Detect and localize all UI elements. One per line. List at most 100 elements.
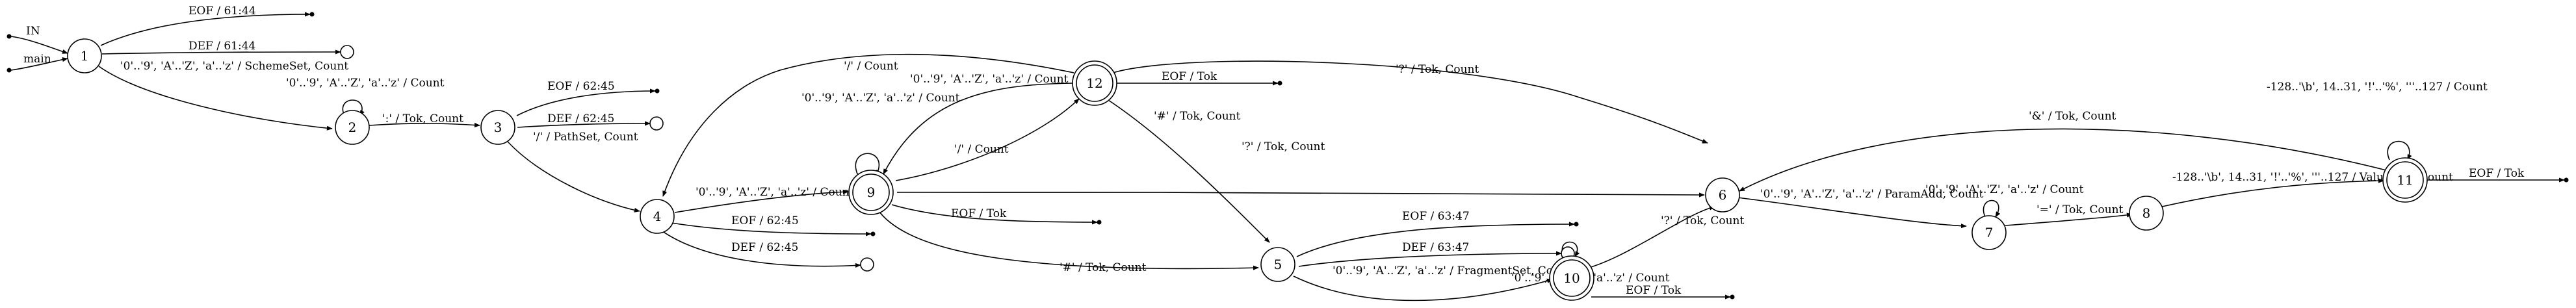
state-label: 6 (1719, 187, 1727, 203)
edge-12-6: '?' / Tok, Count (1112, 60, 1708, 144)
edge-label: EOF / 61:44 (189, 5, 256, 18)
state-label: 9 (867, 185, 876, 200)
edge-line (517, 121, 651, 128)
entry-label: IN (26, 25, 40, 38)
state-10: 10 (1549, 255, 1594, 301)
edge-label: EOF / Tok (951, 207, 1007, 220)
edge-line (1112, 60, 1708, 144)
edge-line (896, 192, 1705, 198)
state-5: 5 (1260, 247, 1295, 282)
edge-line (516, 88, 656, 116)
edge-12-5: '#' / Tok, Count (1106, 98, 1270, 243)
edge-line (891, 204, 1098, 225)
edge-line (1106, 98, 1270, 243)
entry-in: IN (7, 25, 68, 54)
edge-2-3: ':' / Tok, Count (369, 112, 480, 128)
edge-1-2: '0'..'9', 'A'..'Z', 'a'..'z' / SchemeSet… (98, 60, 348, 131)
edge-label: '0'..'9', 'A'..'Z', 'a'..'z' / Count (696, 186, 854, 199)
entry-label: main (23, 53, 51, 66)
edge-line (369, 122, 480, 128)
state-label: 8 (2142, 205, 2151, 221)
edge-line (877, 209, 1259, 270)
edge-label: EOF / Tok (1162, 70, 1217, 83)
edge-label: '0'..'9', 'A'..'Z', 'a'..'z' / Count (286, 77, 445, 90)
edge-6-7: '0'..'9', 'A'..'Z', 'a'..'z' / ParamAdd,… (1737, 188, 1984, 229)
state-circle (1705, 177, 1740, 212)
edge-5-eof: EOF / 63:47 (1296, 210, 1575, 257)
state-11: 11 (2382, 157, 2428, 203)
edge-label: DEF / 61:44 (189, 40, 255, 53)
state-circle (640, 199, 675, 234)
edge-label: '0'..'9', 'A'..'Z', 'a'..'z' / Count (1925, 183, 2084, 196)
edge-label: EOF / 63:47 (1402, 210, 1470, 223)
state-3: 3 (480, 110, 515, 145)
edge-line (662, 53, 1074, 197)
edge-label: '?' / Tok, Count (1396, 63, 1479, 76)
edge-line (1739, 128, 2387, 192)
edge-label: ':' / Tok, Count (382, 112, 463, 125)
terminal-def-circle (649, 116, 664, 131)
edge-2-2: '0'..'9', 'A'..'Z', 'a'..'z' / Count (286, 77, 445, 116)
terminal-eof-dot (1730, 294, 1735, 300)
edge-line (855, 153, 881, 176)
state-circle (1260, 247, 1295, 282)
terminal-def-circle (860, 257, 874, 272)
edge-1-eof: EOF / 61:44 (100, 5, 311, 46)
edge-10-eof: EOF / Tok (1591, 284, 1731, 300)
edge-4-eof: EOF / 62:45 (671, 214, 872, 237)
edge-line (1581, 205, 1715, 270)
edge-12-eof: EOF / Tok (1115, 70, 1279, 86)
edge-line (507, 141, 640, 212)
edge-label: DEF / 62:45 (731, 241, 798, 254)
edge-label: EOF / 62:45 (731, 214, 799, 227)
edge-label: '/' / Count (954, 143, 1009, 156)
edge-label: '#' / Tok, Count (1060, 261, 1147, 274)
edge-9-9: '0'..'9', 'A'..'Z', 'a'..'z' / Count (801, 92, 960, 176)
edge-label: '0'..'9', 'A'..'Z', 'a'..'z' / FragmentS… (1333, 264, 1572, 277)
edge-line (2387, 140, 2412, 160)
edge-label: '&' / Tok, Count (2029, 110, 2116, 123)
state-circle (1971, 215, 2007, 250)
edge-label: '/' / PathSet, Count (533, 131, 638, 144)
edge-label: DEF / 63:47 (1402, 241, 1469, 254)
edge-line (100, 12, 311, 46)
edge-label: '=' / Tok, Count (2036, 203, 2124, 216)
edge-3-def: DEF / 62:45 (517, 112, 651, 128)
terminal-eof-dot (655, 88, 660, 94)
entry-main: main (7, 53, 68, 73)
terminal-eof-dot (309, 12, 315, 17)
edge-7-8: '=' / Tok, Count (2005, 203, 2133, 226)
state-circle (480, 110, 515, 145)
edge-11-6: '&' / Tok, Count (1739, 110, 2387, 192)
state-6: 6 (1705, 177, 1740, 212)
edge-3-4: '/' / PathSet, Count (507, 131, 640, 212)
edge-label: '?' / Tok, Count (1242, 140, 1325, 153)
edge-label: '/' / Count (844, 60, 898, 73)
entry-dot (7, 68, 12, 73)
edge-line (1983, 199, 2001, 218)
state-7: 7 (1971, 215, 2007, 250)
state-12: 12 (1072, 60, 1117, 106)
edge-10-6: '?' / Tok, Count (1581, 205, 1744, 270)
terminal-eof-dot (870, 231, 876, 237)
edge-12-9: '0'..'9', 'A'..'Z', 'a'..'z' / Count (883, 73, 1073, 175)
edge-11-eof: EOF / Tok (2426, 167, 2565, 183)
entry-dot (7, 34, 12, 39)
state-label: 12 (1086, 75, 1102, 91)
state-label: 10 (1563, 270, 1580, 286)
state-1: 1 (67, 38, 102, 73)
edge-1-def: DEF / 61:44 (101, 40, 341, 55)
terminal-eof-dot (2564, 177, 2569, 183)
state-circle (335, 110, 370, 145)
edge-label: '0'..'9', 'A'..'Z', 'a'..'z' / Count (910, 73, 1069, 86)
edge-line (671, 222, 872, 237)
edge-label: EOF / Tok (1626, 284, 1682, 297)
state-label: 4 (653, 209, 662, 224)
edge-7-7: '0'..'9', 'A'..'Z', 'a'..'z' / Count (1925, 183, 2084, 218)
edge-4-9: '0'..'9', 'A'..'Z', 'a'..'z' / Count (674, 186, 854, 213)
edge-line (2161, 178, 2384, 207)
state-circle (67, 38, 102, 73)
edge-label: '#' / Tok, Count (1154, 110, 1241, 123)
state-label: 3 (494, 120, 502, 135)
